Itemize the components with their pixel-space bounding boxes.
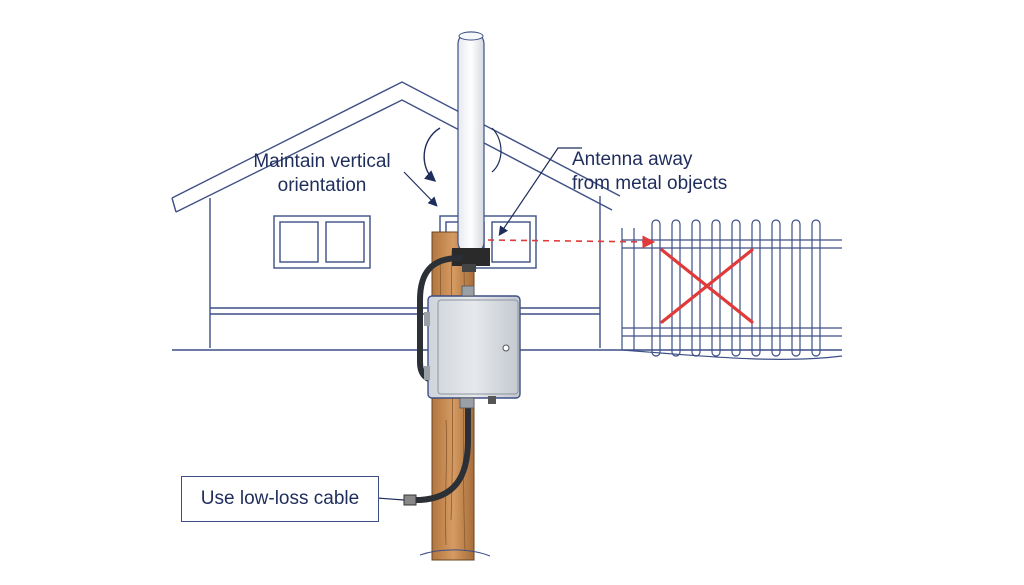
roof-left-end: [171, 197, 177, 213]
roof-inner: [175, 99, 613, 213]
low-loss-cable: [407, 403, 471, 503]
cross-icon: [660, 248, 754, 324]
roof-outer: [171, 81, 621, 199]
wall-band: [210, 307, 600, 315]
low-loss-cable-label: Use low-loss cable: [181, 476, 379, 522]
antenna-mount: [452, 248, 490, 266]
enclosure-box: [424, 285, 521, 409]
curved-arrow-icon: [423, 127, 441, 182]
metal-objects-label: Antenna away from metal objects: [572, 148, 772, 196]
window-left: [273, 215, 371, 269]
cable-leader: [376, 497, 405, 501]
antenna: [452, 31, 490, 272]
house-wall: [209, 196, 601, 348]
cable-connector: [403, 494, 417, 506]
rotation-arc: [491, 127, 502, 173]
metal-label-line1: Antenna away: [572, 149, 693, 170]
vertical-leader: [403, 171, 438, 207]
metal-fence: [621, 219, 843, 360]
metal-leader: [498, 147, 582, 236]
distance-arrow: [487, 235, 656, 249]
vertical-orientation-label: Maintain vertical orientation: [232, 150, 412, 198]
vertical-label-line2: orientation: [277, 175, 367, 196]
metal-label-line2: from metal objects: [572, 173, 728, 194]
vertical-label-line1: Maintain vertical: [253, 151, 391, 172]
